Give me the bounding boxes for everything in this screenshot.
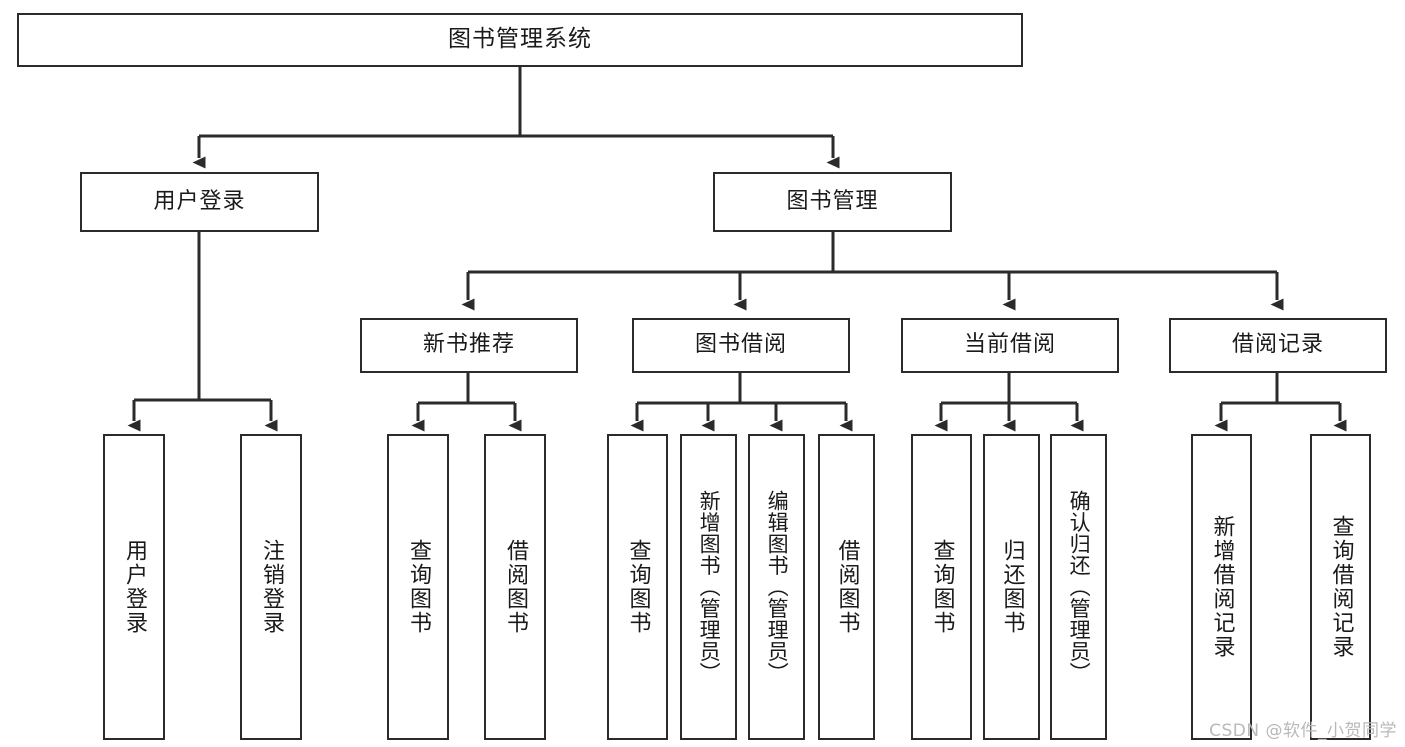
node-label: 新书推荐 [422,332,515,358]
leaf-query-book-recommend[interactable]: 查询图书 [387,434,449,740]
node-label: 确认归还（管理员） [1067,490,1092,684]
leaf-user-logout[interactable]: 注销登录 [240,434,302,740]
leaf-query-book-current[interactable]: 查询图书 [911,434,972,740]
node-label: 新增图书（管理员） [697,490,722,684]
csdn-watermark: CSDN @软件_小贺同学 [1209,721,1397,741]
node-label: 注销登录 [258,539,284,635]
node-label: 用户登录 [153,188,246,214]
node-label: 图书借阅 [694,332,787,358]
leaf-query-book-borrow[interactable]: 查询图书 [607,434,668,740]
node-label: 用户登录 [121,539,147,635]
node-label: 新增借阅记录 [1209,515,1235,659]
node-label: 归还图书 [999,539,1025,635]
leaf-borrow-book-recommend[interactable]: 借阅图书 [484,434,546,740]
node-label: 图书管理 [786,188,879,214]
leaf-return-book[interactable]: 归还图书 [983,434,1040,740]
leaf-confirm-return-admin[interactable]: 确认归还（管理员） [1050,434,1107,740]
node-label: 查询图书 [405,539,431,635]
leaf-edit-book-admin[interactable]: 编辑图书（管理员） [748,434,805,740]
leaf-borrow-book-borrow[interactable]: 借阅图书 [818,434,875,740]
node-user-login[interactable]: 用户登录 [80,172,319,232]
node-borrow-record[interactable]: 借阅记录 [1169,318,1387,373]
node-label: 编辑图书（管理员） [765,490,790,684]
node-label: 当前借阅 [963,332,1056,358]
node-book-borrow[interactable]: 图书借阅 [632,318,850,373]
node-current-borrow[interactable]: 当前借阅 [901,318,1119,373]
node-label: 借阅记录 [1231,332,1324,358]
node-label: 图书管理系统 [448,26,592,53]
node-label: 借阅图书 [834,539,860,635]
node-book-manage[interactable]: 图书管理 [713,172,952,232]
leaf-add-book-admin[interactable]: 新增图书（管理员） [680,434,737,740]
leaf-user-login[interactable]: 用户登录 [103,434,165,740]
leaf-query-borrow-record[interactable]: 查询借阅记录 [1310,434,1371,740]
node-label: 查询图书 [625,539,651,635]
node-root-book-management-system[interactable]: 图书管理系统 [17,13,1023,67]
node-label: 查询图书 [929,539,955,635]
leaf-add-borrow-record[interactable]: 新增借阅记录 [1191,434,1252,740]
node-new-book-recommend[interactable]: 新书推荐 [360,318,578,373]
node-label: 借阅图书 [502,539,528,635]
node-label: 查询借阅记录 [1328,515,1354,659]
